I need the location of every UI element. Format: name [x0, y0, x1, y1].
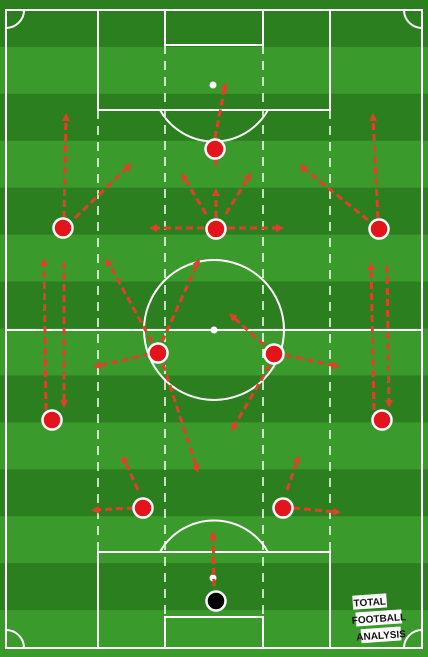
logo-box-2	[355, 609, 403, 627]
arrow	[229, 313, 266, 347]
top-penalty-spot	[209, 81, 217, 89]
logo-box-3	[360, 626, 402, 644]
arrow	[160, 258, 201, 343]
grass-stripe	[0, 469, 428, 517]
logo-box-1	[352, 593, 388, 610]
logo-line-2: FOOTBALL	[351, 612, 406, 627]
grass-stripe	[0, 422, 428, 470]
bottom-six-yard-box	[164, 616, 264, 649]
centre-spot	[210, 326, 218, 334]
arrow	[93, 352, 151, 370]
corner-arc-top-left	[5, 9, 25, 29]
logo-line-3: ANALYSIS	[356, 629, 407, 643]
arrow	[180, 172, 208, 215]
arrow	[284, 353, 340, 370]
channel-lines	[97, 45, 331, 617]
logo-line-1: TOTAL	[353, 596, 386, 609]
movement-arrows	[40, 82, 393, 587]
corner-arc-bottom-left	[5, 629, 25, 649]
grass-stripe	[0, 93, 428, 142]
arrow	[298, 164, 369, 222]
player-left-central-midfielder	[147, 342, 169, 364]
corner-arc-bottom-right	[403, 629, 423, 649]
arrow	[161, 363, 200, 473]
arrow	[61, 113, 70, 219]
arrow	[106, 258, 154, 343]
player-left-centre-back	[132, 497, 154, 519]
bottom-penalty-arc	[159, 519, 269, 553]
arrow	[367, 262, 376, 411]
arrow	[122, 455, 140, 491]
player-right-winger	[368, 218, 390, 240]
pitch-lines	[5, 9, 423, 649]
arrow	[292, 506, 341, 516]
arrow	[91, 505, 135, 514]
arrow	[285, 455, 301, 491]
arrow	[230, 364, 272, 432]
arrow	[384, 265, 393, 408]
player-left-winger	[52, 217, 74, 239]
player-left-back	[41, 409, 63, 431]
arrow	[213, 82, 229, 139]
player-right-back	[371, 409, 393, 431]
grass-stripe	[0, 328, 428, 376]
arrow	[40, 258, 49, 411]
corner-arc-top-right	[403, 9, 423, 29]
players	[41, 138, 393, 612]
grass-stripe	[0, 0, 428, 48]
top-six-yard-box	[164, 9, 264, 46]
total-football-analysis-logo: TOTAL FOOTBALL ANALYSIS	[351, 593, 407, 644]
arrow	[209, 531, 218, 587]
player-striker	[204, 138, 226, 160]
arrow	[224, 172, 252, 215]
player-goalkeeper	[205, 590, 227, 612]
grass-stripe	[0, 234, 428, 283]
player-right-centre-back	[272, 497, 294, 519]
grass-stripe	[0, 281, 428, 329]
player-attacking-midfielder	[205, 218, 227, 240]
arrow	[369, 113, 380, 219]
player-right-central-midfielder	[263, 343, 285, 365]
arrow	[73, 163, 132, 220]
